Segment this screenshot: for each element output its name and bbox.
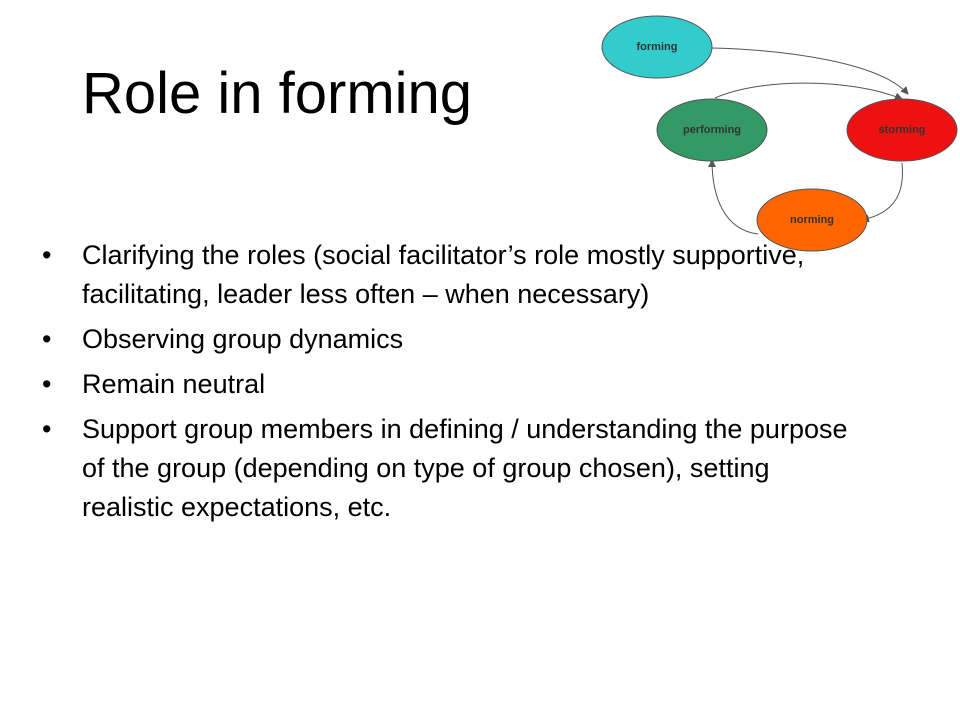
stage-performing-label: performing [683,124,741,136]
stage-norming-label: norming [790,214,834,226]
bullet-item: • Clarifying the roles (social facilitat… [40,236,860,314]
arrow-forming-to-storming [711,47,909,95]
stage-storming-label: storming [878,124,925,136]
bullet-list: • Clarifying the roles (social facilitat… [40,236,860,533]
bullet-item: • Support group members in defining / un… [40,410,860,527]
bullet-item: • Remain neutral [40,365,860,404]
bullet-icon: • [42,324,52,354]
stage-storming: storming [846,98,958,162]
bullet-icon: • [42,414,52,444]
stage-norming-node [756,188,868,252]
arrow-norming-to-performing [708,159,759,235]
stage-storming-node [846,98,958,162]
stage-norming: norming [756,188,868,252]
stage-forming-label: forming [637,41,678,53]
bullet-icon: • [42,369,52,399]
bullet-text: Observing group dynamics [82,324,404,354]
slide-title: Role in forming [82,61,473,126]
bullet-text: Support group members in defining / unde… [82,414,848,522]
bullet-text: Clarifying the roles (social facilitator… [82,240,805,309]
stage-performing-node [656,98,768,162]
bullet-item: • Observing group dynamics [40,320,860,359]
group-stages-cycle-diagram: forming storming norming performing [601,15,958,252]
arrow-performing-to-storming [714,82,903,101]
bullet-icon: • [42,240,52,270]
arrow-storming-to-norming [861,162,903,223]
stage-forming-node [601,15,713,79]
stage-performing: performing [656,98,768,162]
bullet-text: Remain neutral [82,369,266,399]
stage-forming: forming [601,15,713,79]
